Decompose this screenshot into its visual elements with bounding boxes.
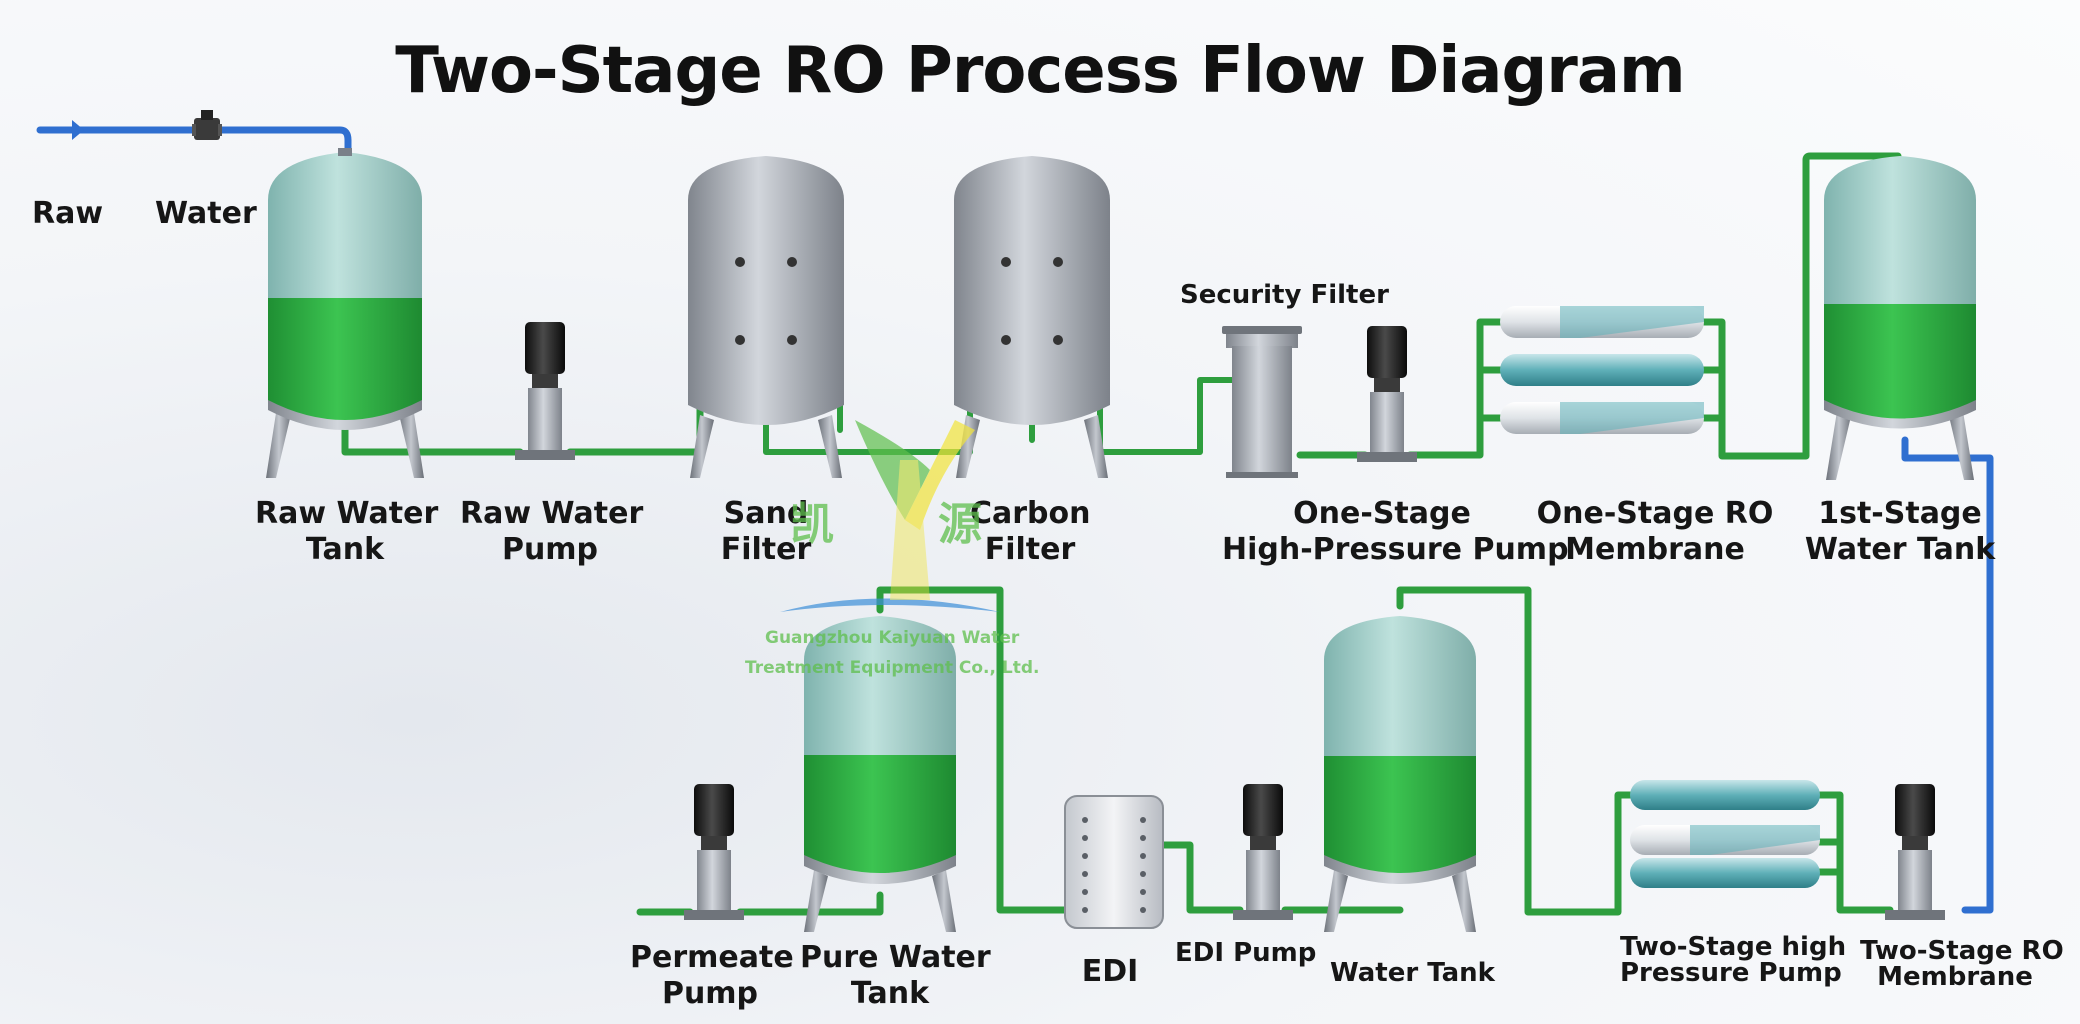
inlet-pipe bbox=[36, 126, 352, 164]
one-stage-ro-membrane-icon bbox=[1500, 306, 1704, 434]
raw-water-tank-icon bbox=[266, 148, 424, 478]
pipe-pure-tank-to-permeate bbox=[736, 891, 884, 916]
two-stage-ro-membrane-icon bbox=[1630, 780, 1820, 888]
security-filter-label: Security Filter bbox=[1180, 280, 1389, 310]
pipe-first-tank-outlet bbox=[1901, 436, 1994, 914]
page-title: Two-Stage RO Process Flow Diagram bbox=[395, 34, 1685, 108]
carbon-valves bbox=[1001, 257, 1063, 345]
pipe-two-stage-pump-to-membrane bbox=[1814, 791, 1894, 914]
inlet-raw-label: Raw bbox=[32, 196, 104, 231]
pipe-raw-tank-to-pump bbox=[341, 426, 524, 456]
pipe-edi-pump-to-edi bbox=[1156, 841, 1244, 914]
carbon-filter-icon bbox=[954, 156, 1110, 478]
two-stage-high-pressure-pump-icon bbox=[1885, 784, 1945, 920]
pipe-pump-to-sand bbox=[566, 266, 704, 456]
sand-valves bbox=[735, 257, 797, 345]
pure-water-tank-icon bbox=[804, 616, 956, 932]
watermark-char-right: 源 bbox=[938, 499, 982, 550]
watermark-logo-icon bbox=[780, 420, 1000, 612]
sand-filter-icon bbox=[688, 156, 844, 478]
one-stage-high-pressure-pump-icon bbox=[1357, 326, 1417, 462]
pipe-pump-to-membrane bbox=[1406, 318, 1506, 459]
edi-pump-label: EDI Pump bbox=[1175, 938, 1317, 968]
pipe-membrane2-to-water-tank bbox=[1396, 586, 1634, 916]
watermark-company-line2: Treatment Equipment Co., Ltd. bbox=[745, 658, 1040, 678]
inlet-water-label: Water bbox=[155, 196, 257, 231]
permeate-pump-icon bbox=[684, 784, 744, 920]
first-stage-water-tank-icon bbox=[1824, 156, 1976, 480]
edi-module-icon bbox=[1064, 795, 1164, 929]
water-tank-label: Water Tank bbox=[1330, 958, 1495, 988]
security-filter-icon bbox=[1222, 326, 1302, 478]
raw-water-pump-icon bbox=[515, 322, 575, 460]
edi-pump-icon bbox=[1233, 784, 1293, 920]
watermark-company-line1: Guangzhou Kaiyuan Water bbox=[765, 628, 1020, 648]
watermark-char-left: 凯 bbox=[790, 499, 834, 550]
inlet-valve-icon bbox=[192, 110, 222, 140]
inlet-arrow-icon bbox=[72, 120, 84, 140]
water-tank-icon bbox=[1324, 616, 1476, 932]
pipe-edi-to-pure-tank bbox=[876, 586, 1069, 914]
edi-label: EDI bbox=[1081, 954, 1139, 989]
